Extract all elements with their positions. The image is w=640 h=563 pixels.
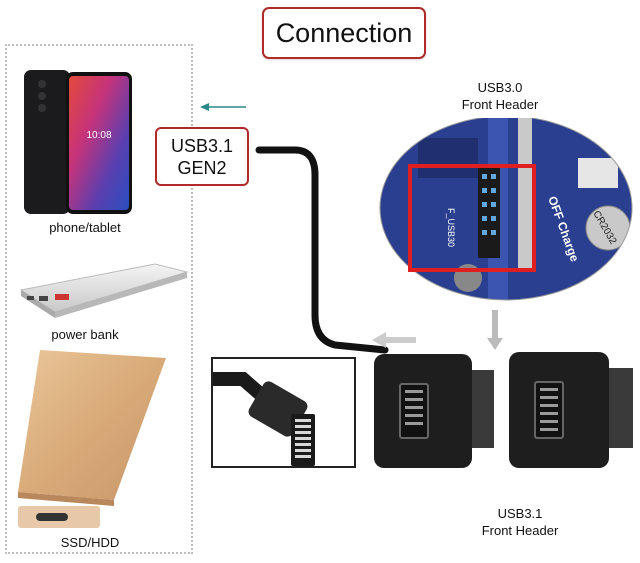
arrow-left-grey-icon xyxy=(372,332,416,348)
page-title: Connection xyxy=(275,17,413,48)
usb30-line2: Front Header xyxy=(461,97,539,112)
device-label-powerbank: power bank xyxy=(51,327,119,342)
motherboard-closeup: OFF Charge CR2032 F_USB30 xyxy=(379,118,633,301)
cable-spec-line2: GEN2 xyxy=(177,157,227,178)
usb31-header-label: USB3.1 Front Header xyxy=(460,505,580,539)
cable-spec-box: USB3.1 GEN2 xyxy=(155,127,249,186)
cable-spec-line1: USB3.1 xyxy=(170,135,234,156)
device-label-ssd: SSD/HDD xyxy=(60,535,120,550)
arrow-down-icon xyxy=(487,310,503,350)
usb30-line1: USB3.0 xyxy=(477,80,523,95)
front-header-adapter-2 xyxy=(509,352,633,468)
highlight-box xyxy=(408,164,536,272)
arrow-left-icon xyxy=(200,103,246,111)
power-bank-icon xyxy=(19,263,189,318)
mb-port-text: F_USB30 xyxy=(446,208,456,247)
usb31-line1: USB3.1 xyxy=(497,506,543,521)
svg-text:10:08: 10:08 xyxy=(86,130,111,141)
device-label-phone: phone/tablet xyxy=(49,220,121,235)
ssd-enclosure-icon xyxy=(18,350,166,528)
title-box: Connection xyxy=(262,7,426,59)
smartphone-icon: 10:08 xyxy=(24,70,132,214)
connector-zoom-inset xyxy=(211,357,356,468)
devices-panel xyxy=(5,44,193,554)
usb-cable xyxy=(255,146,389,354)
usb30-header-label: USB3.0 Front Header xyxy=(445,79,555,113)
front-header-adapter-1 xyxy=(374,354,494,468)
usb31-line2: Front Header xyxy=(481,523,559,538)
